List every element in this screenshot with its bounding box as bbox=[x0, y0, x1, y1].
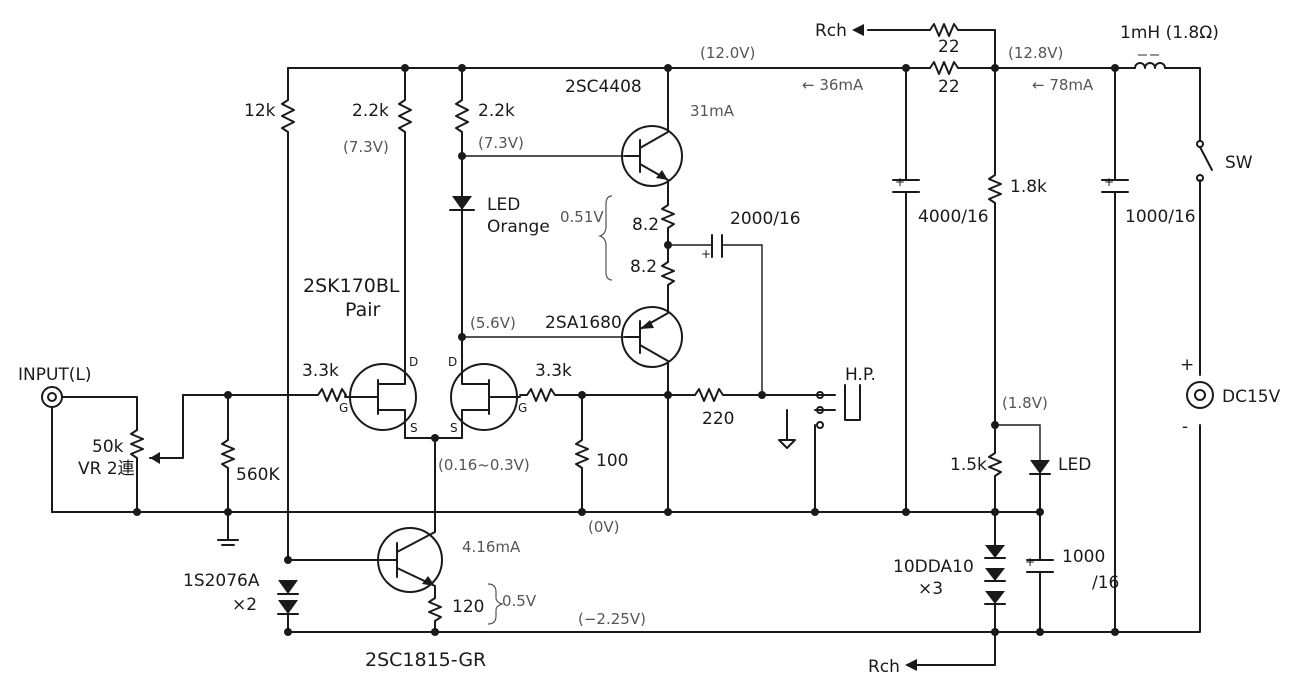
jfet-right bbox=[450, 363, 521, 439]
label-v73-right: (7.3V) bbox=[478, 134, 524, 152]
label-2sa1680: 2SA1680 bbox=[545, 313, 622, 333]
brace-small-icon bbox=[487, 583, 504, 625]
label-v051: 0.51V bbox=[560, 208, 604, 226]
switch-icon bbox=[1196, 140, 1213, 182]
label-100: 100 bbox=[596, 451, 628, 471]
pin-d-left: D bbox=[409, 355, 418, 369]
label-3-3k-right: 3.3k bbox=[535, 361, 572, 381]
pin-s-left: S bbox=[410, 421, 418, 435]
transistor-2sc1815 bbox=[287, 519, 443, 599]
pin-g-left: G bbox=[339, 401, 348, 415]
label-c4000: 4000/16 bbox=[918, 207, 989, 227]
label-minus: - bbox=[1182, 417, 1188, 437]
label-2sc4408: 2SC4408 bbox=[565, 77, 642, 97]
label-v73-left: (7.3V) bbox=[343, 138, 389, 156]
label-3-3k-left: 3.3k bbox=[302, 361, 339, 381]
capacitor-4000 bbox=[892, 179, 920, 513]
label-v18: (1.8V) bbox=[1002, 394, 1048, 412]
label-v12: (12.0V) bbox=[700, 44, 755, 62]
cap-plus-1000: + bbox=[1104, 175, 1114, 189]
label-diode-x2: ×2 bbox=[232, 595, 257, 615]
label-c2000: 2000/16 bbox=[730, 209, 801, 229]
label-plus: + bbox=[1180, 355, 1194, 375]
potentiometer-50k bbox=[130, 394, 184, 513]
label-rch-top: Rch bbox=[815, 21, 847, 41]
led-right-icon bbox=[1029, 460, 1051, 561]
label-sw: SW bbox=[1225, 153, 1253, 173]
label-10dda10: 10DDA10 bbox=[893, 557, 974, 577]
text-labels: Rch 22 22 1mH (1.8Ω) (12.0V) (12.8V) ← 3… bbox=[18, 21, 1281, 677]
inductor-icon bbox=[1134, 54, 1166, 69]
diode-10dda10 bbox=[905, 545, 1006, 671]
label-8-2-bottom: 8.2 bbox=[630, 257, 657, 277]
resistor-12k bbox=[281, 67, 295, 561]
jfet-left bbox=[344, 363, 417, 439]
dc-jack-icon bbox=[1186, 381, 1214, 409]
label-i416: 4.16mA bbox=[462, 538, 521, 556]
label-i78: ← 78mA bbox=[1032, 76, 1094, 94]
label-22-top: 22 bbox=[938, 37, 960, 57]
label-v05: 0.5V bbox=[502, 592, 537, 610]
label-120: 120 bbox=[452, 597, 484, 617]
label-c1000-top: 1000/16 bbox=[1125, 207, 1196, 227]
label-vs: (0.16~0.3V) bbox=[438, 456, 530, 474]
label-2-2k-right: 2.2k bbox=[478, 101, 515, 121]
label-vm225: (−2.25V) bbox=[578, 610, 646, 628]
led-orange-icon bbox=[452, 196, 472, 210]
transistor-2sc4408 bbox=[621, 67, 683, 187]
label-2sk170bl: 2SK170BL bbox=[303, 275, 400, 297]
cap-plus-4000: + bbox=[895, 175, 905, 189]
label-i31: 31mA bbox=[690, 102, 735, 120]
label-1s2076a: 1S2076A bbox=[183, 571, 260, 591]
label-22-bottom: 22 bbox=[938, 77, 960, 97]
label-1-5k: 1.5k bbox=[950, 455, 987, 475]
label-c1000-bot-1: 1000 bbox=[1062, 547, 1105, 567]
transistor-2sa1680 bbox=[621, 306, 683, 513]
label-c1000-bot-2: /16 bbox=[1092, 573, 1119, 593]
label-v128: (12.8V) bbox=[1008, 44, 1063, 62]
brace-icon bbox=[598, 195, 613, 281]
label-led-orange-2: Orange bbox=[487, 217, 550, 237]
label-2sc1815: 2SC1815-GR bbox=[365, 649, 486, 671]
label-hp: H.P. bbox=[845, 365, 876, 385]
label-dc15v: DC15V bbox=[1222, 387, 1281, 407]
label-pair: Pair bbox=[345, 299, 381, 321]
label-v0: (0V) bbox=[588, 518, 620, 536]
junction-dots bbox=[133, 64, 1119, 636]
label-led-orange-1: LED bbox=[487, 195, 520, 215]
pin-s-right: S bbox=[450, 421, 458, 435]
pin-d-right: D bbox=[448, 355, 457, 369]
label-vr-2: VR 2連 bbox=[78, 459, 135, 479]
input-jack-icon bbox=[41, 386, 63, 408]
diode-1s2076a bbox=[277, 580, 299, 633]
label-vr-50k: 50k bbox=[92, 437, 124, 457]
label-560k: 560K bbox=[236, 465, 280, 485]
label-led-right: LED bbox=[1058, 455, 1091, 475]
capacitor-1000-bottom bbox=[1026, 559, 1054, 633]
label-input: INPUT(L) bbox=[18, 365, 92, 385]
label-i36: ← 36mA bbox=[802, 76, 864, 94]
label-rch-bottom: Rch bbox=[868, 657, 900, 677]
label-ddiode-x3: ×3 bbox=[918, 579, 943, 599]
label-1-8k: 1.8k bbox=[1010, 177, 1047, 197]
pin-g-right: G bbox=[518, 401, 527, 415]
cap-plus-2000: + bbox=[701, 247, 711, 261]
label-220: 220 bbox=[702, 409, 734, 429]
label-inductor: 1mH (1.8Ω) bbox=[1120, 23, 1219, 43]
label-2-2k-left: 2.2k bbox=[352, 101, 389, 121]
capacitor-1000-top bbox=[1101, 179, 1129, 633]
headphone-jack-icon bbox=[778, 384, 861, 513]
cap-plus-1000-bot: + bbox=[1025, 555, 1035, 569]
label-12k: 12k bbox=[244, 101, 276, 121]
label-v56: (5.6V) bbox=[470, 314, 516, 332]
rails bbox=[51, 67, 1201, 633]
label-8-2-top: 8.2 bbox=[632, 215, 659, 235]
resistor-2-2k-left bbox=[398, 67, 412, 366]
